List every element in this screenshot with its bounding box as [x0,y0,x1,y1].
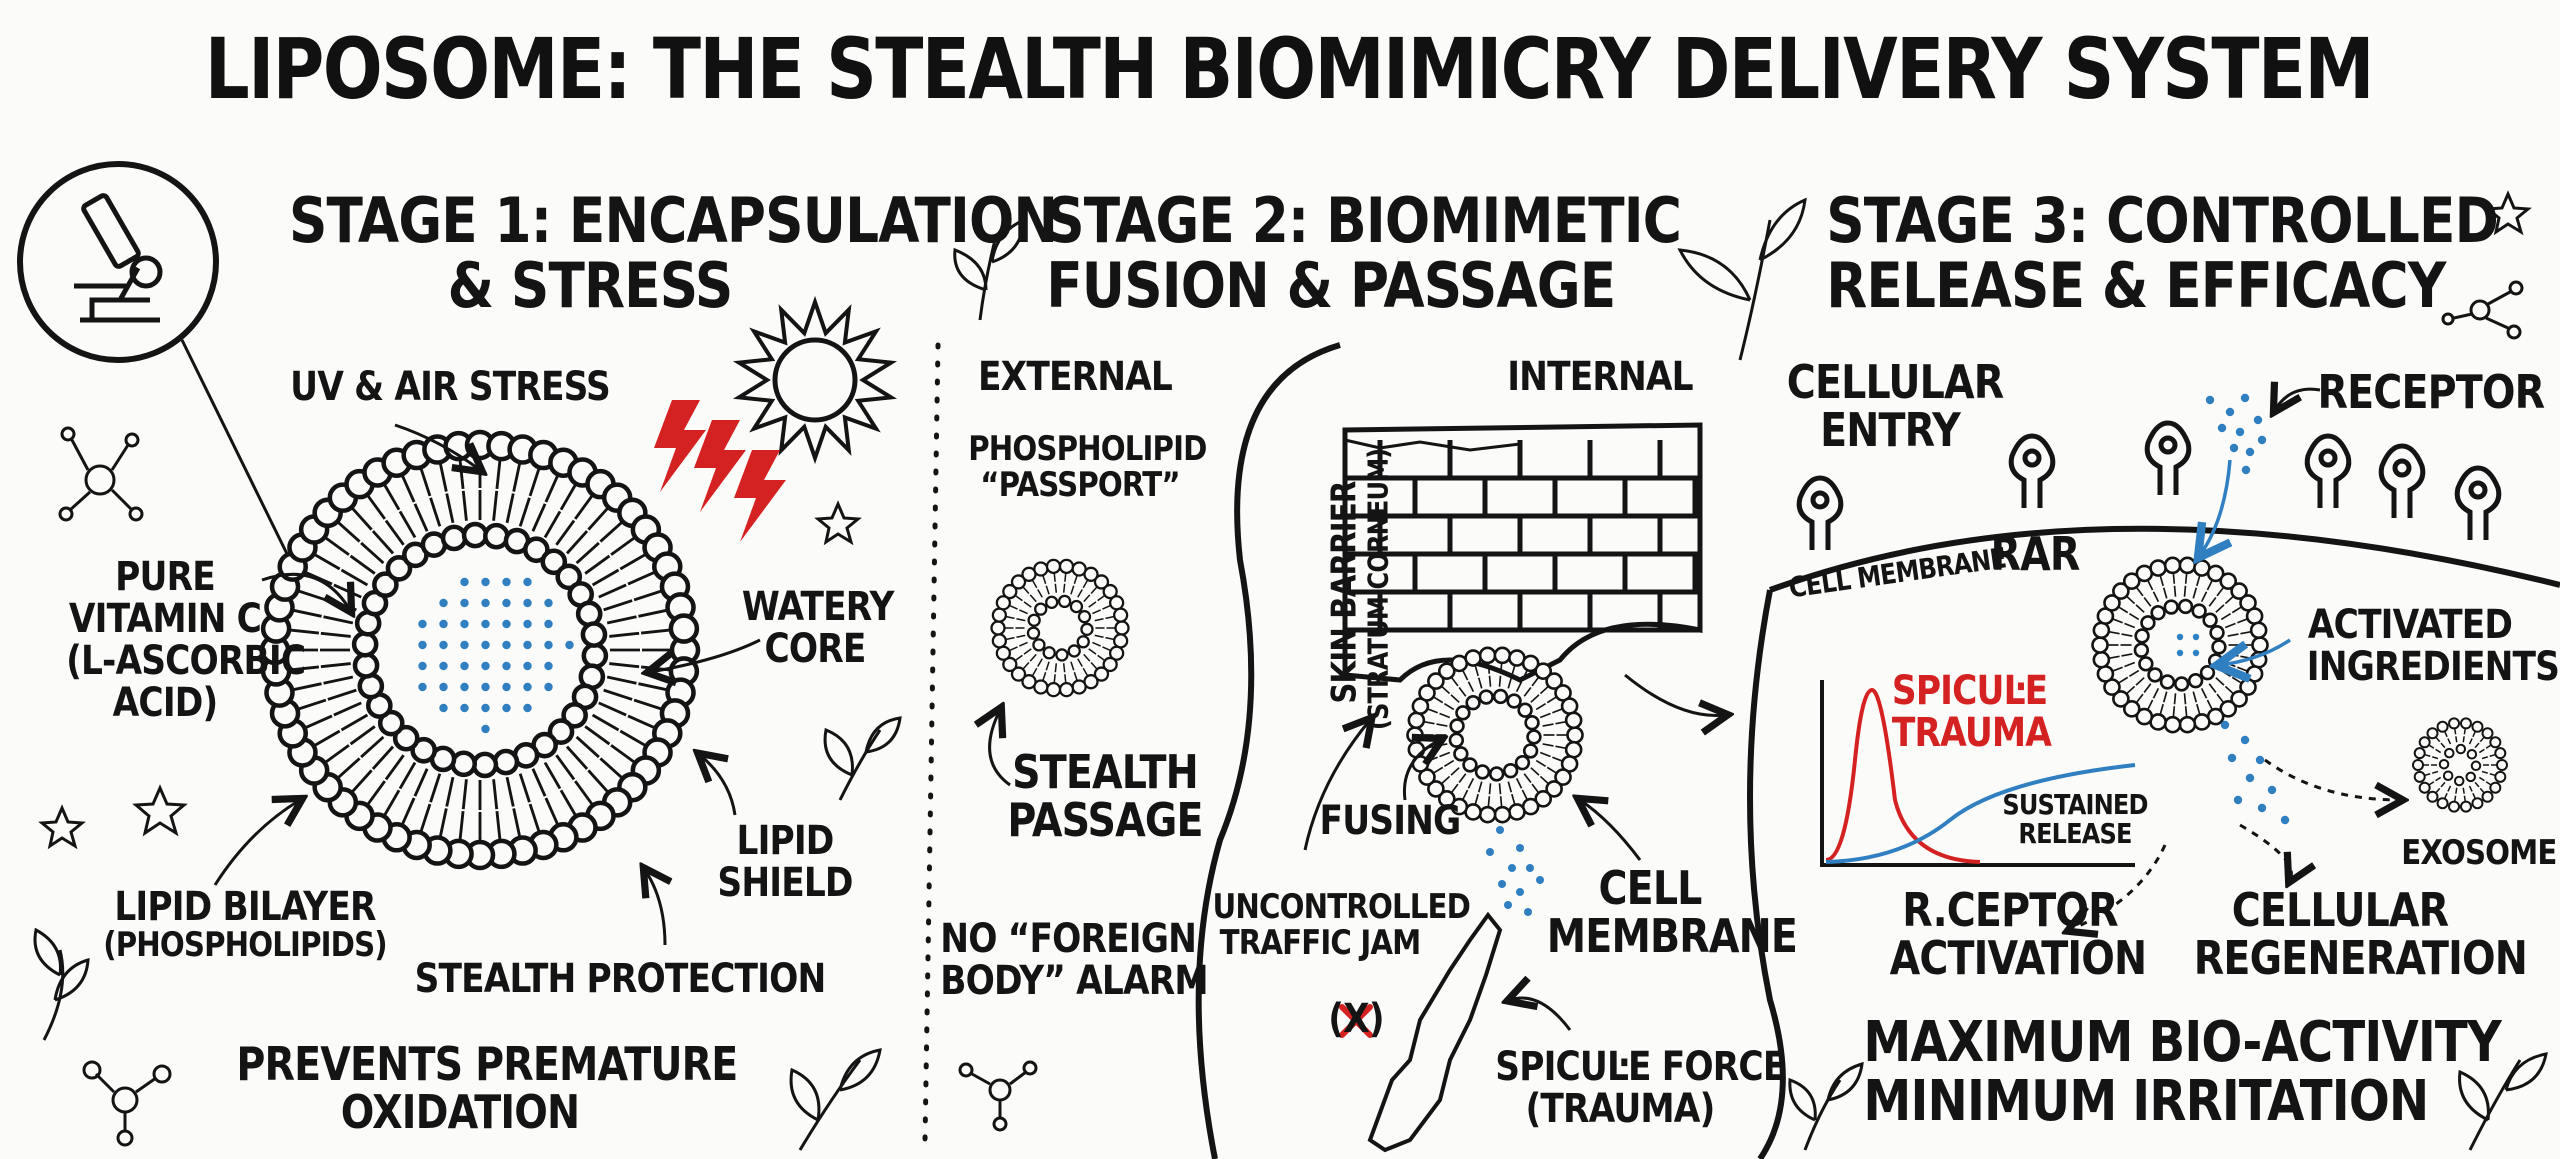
leaf-icon [1788,1061,1864,1151]
rar-label: RAR [1990,527,2081,581]
arrow-to-receptor-activation [2070,844,2167,930]
sustained-release-curve [1825,763,2136,864]
star-icon [38,804,86,850]
spicule-force-label: SPICUĿE FORCE(TRAUMA) [1495,1044,1786,1132]
arrow-stealth-passage [990,710,1011,787]
release-mini-chart [1820,680,2136,867]
receptor-dots [2205,393,2290,825]
arrow-stealth [645,870,665,946]
phospholipid-passport-label: PHOSPHOLIPID“PASSPORT” [968,429,1207,505]
uv-stress-label: UV & AIR STRESS [290,364,611,410]
exosome-label: EXOSOME [2401,833,2557,873]
liposome-releasing [2091,556,2269,734]
molecule-icon [82,1060,172,1147]
leaf-icon [953,217,1026,321]
arrow-cell-membrane [1580,800,1642,861]
arrow-receptor-label [2275,389,2321,410]
leaf-icon [33,927,90,1041]
x-mark-label: (X) [1328,996,1384,1042]
arrow-to-stage3 [1624,673,1725,716]
arrow-bilayer [213,800,300,886]
arrow-vitc [261,572,350,610]
arrow-activated [2220,638,2291,665]
stealth-protection-label: STEALTH PROTECTION [414,956,827,1002]
spicule-icon [1367,911,1503,1153]
arrow-fusing [1402,740,1440,801]
arrow-uv [394,423,480,470]
arrow-uncontrolled [1303,720,1370,851]
skin-barrier-label: SKIN BARRIER(STRATUM CORNEUM) [1324,448,1395,731]
microscope-icon [17,161,219,363]
arrow-shield [700,755,737,816]
released-dots [1486,826,1544,916]
cell-membrane-line [1747,525,2560,1159]
skin-barrier-bricks [1342,422,1703,683]
external-label: EXTERNAL [978,354,1173,400]
molecule-icon [2441,280,2524,340]
skin-curve [1195,342,1341,1159]
spicule-trauma-curve [1825,687,1981,864]
arrow-to-regeneration [2239,823,2291,880]
molecule-icon [58,426,144,522]
internal-label: INTERNAL [1507,354,1693,400]
pointer-line [180,339,292,561]
liposome-passport [990,558,1130,698]
lipid-bilayer-label: LIPID BILAYER(PHOSPHOLIPIDS) [103,884,387,965]
sun-icon [732,295,898,465]
arrow-receptor [2200,459,2230,555]
arrow-spicule [1510,998,1572,1031]
fusing-label: FUSING [1319,798,1462,844]
leaf-icon [823,716,902,801]
red-x-icon [1339,1004,1373,1038]
arrow-watery [650,638,761,672]
receptor-icons [1796,420,2502,550]
star-icon [132,784,188,837]
lightning-icon [654,400,786,542]
page-title: LIPOSOME: THE STEALTH BIOMIMICRY DELIVER… [204,20,2375,118]
stage1-heading: STAGE 1: ENCAPSULATION& STRESS [289,184,1058,323]
receptor-label: RECEPTOR [2317,365,2546,419]
leaf-icon [789,1048,882,1151]
liposome-exosome [2412,717,2508,813]
liposome-fusing [1406,646,1584,824]
leaf-icon [2458,1052,2548,1151]
arrow-to-exosome [2264,758,2400,800]
liposome-main [259,429,701,871]
dotted-divider [922,342,941,1143]
molecule-icon [958,1060,1038,1132]
star-icon [2484,190,2532,236]
star-icon [814,500,862,546]
leaf-icon [1677,197,1807,361]
